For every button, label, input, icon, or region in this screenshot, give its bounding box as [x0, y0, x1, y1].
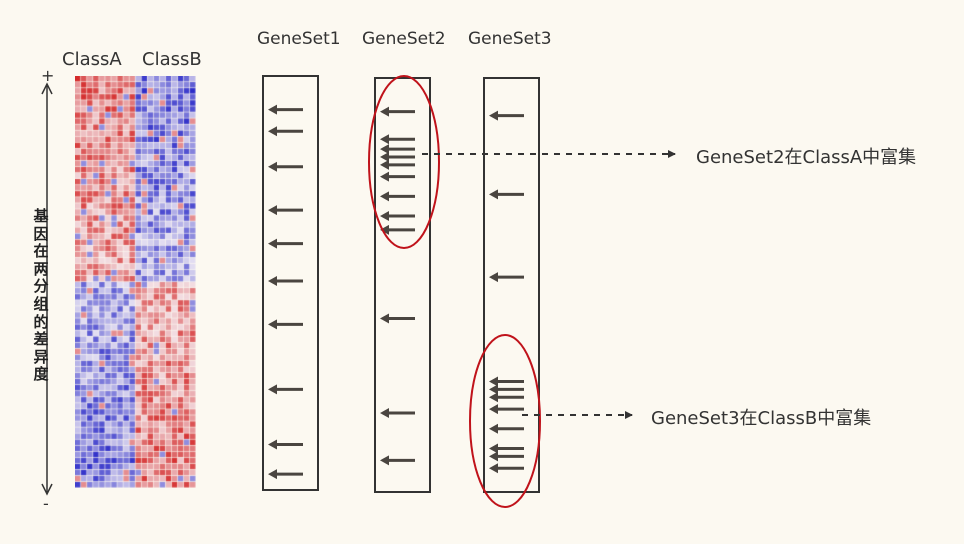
geneset3-box	[483, 77, 540, 493]
geneset2-hit-arrow	[380, 191, 415, 202]
geneset2-hit-arrow	[380, 171, 415, 182]
geneset3-hit-arrow	[489, 423, 524, 434]
geneset2-hit-arrow	[380, 159, 415, 170]
geneset2-hit-arrow	[380, 211, 415, 222]
rank-axis-top-symbol: +	[41, 66, 55, 85]
expression-heatmap	[75, 76, 196, 488]
geneset1-hit-arrow	[268, 238, 303, 249]
hit-arrows	[268, 104, 524, 480]
geneset1-hit-arrow	[268, 384, 303, 395]
geneset3-hit-arrow	[489, 384, 524, 395]
geneset1-hit-arrow	[268, 319, 303, 330]
geneset3-hit-arrow	[489, 404, 524, 415]
geneset3-hit-arrow	[489, 463, 524, 474]
geneset2-hit-arrow	[380, 224, 415, 235]
rank-axis-top-arrow	[41, 82, 53, 95]
geneset3-enrichment-annotation: GeneSet3在ClassB中富集	[651, 408, 872, 429]
geneset1-hit-arrow	[268, 276, 303, 287]
geneset1-hit-arrow	[268, 205, 303, 216]
rank-axis-bottom-symbol: -	[43, 494, 49, 513]
geneset1-hit-arrow	[268, 104, 303, 115]
geneset1-box	[262, 75, 319, 491]
geneset1-hit-arrow	[268, 469, 303, 480]
rank-axis-bottom-arrow	[41, 483, 53, 496]
geneset2-enrichment-ellipse	[368, 75, 440, 249]
geneset3-hit-arrow	[489, 376, 524, 387]
geneset1-hit-arrow	[268, 126, 303, 137]
geneset1-hit-arrow	[268, 161, 303, 172]
geneset2-label: GeneSet2	[362, 29, 446, 49]
geneset2-hit-arrow	[380, 313, 415, 324]
heatmap-column-label-classa: ClassA	[62, 49, 122, 70]
geneset2-hit-arrow	[380, 455, 415, 466]
geneset3-hit-arrow	[489, 110, 524, 121]
geneset2-enrichment-annotation: GeneSet2在ClassA中富集	[696, 147, 917, 168]
geneset2-hit-arrow	[380, 106, 415, 117]
geneset2-hit-arrow	[380, 134, 415, 145]
geneset3-hit-arrow	[489, 451, 524, 462]
geneset2-hit-arrow	[380, 408, 415, 419]
geneset2-hit-arrow	[380, 151, 415, 162]
geneset3-label: GeneSet3	[468, 29, 552, 49]
geneset1-label: GeneSet1	[257, 29, 341, 49]
geneset3-hit-arrow	[489, 392, 524, 403]
geneset3-hit-arrow	[489, 443, 524, 454]
geneset3-hit-arrow	[489, 272, 524, 283]
geneset1-hit-arrow	[268, 439, 303, 450]
geneset2-hit-arrow	[380, 144, 415, 155]
geneset3-enrichment-ellipse	[469, 334, 541, 508]
rank-axis-label: 基因在两分组的差异度	[33, 207, 49, 384]
heatmap-column-label-classb: ClassB	[142, 49, 202, 70]
geneset2-box	[374, 77, 431, 493]
geneset3-hit-arrow	[489, 189, 524, 200]
